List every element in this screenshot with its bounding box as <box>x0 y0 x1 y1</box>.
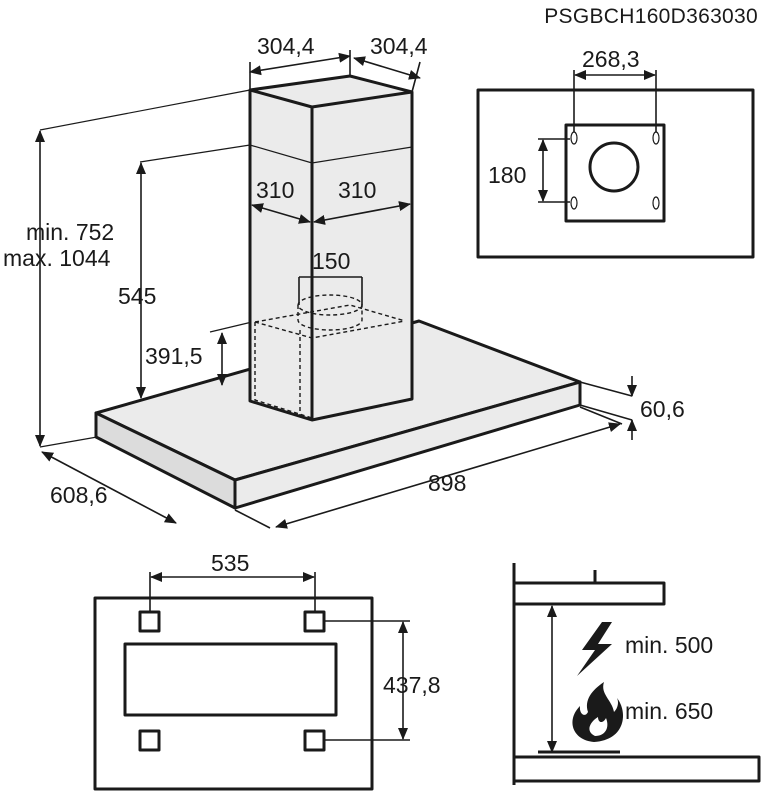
clearance-view: min. 500 min. 650 <box>512 563 761 785</box>
label-outlet-height: 391,5 <box>145 343 203 369</box>
hole-bottom-right <box>303 729 326 752</box>
label-hole-spacing-h: 535 <box>211 550 249 576</box>
hood-main-view: 304,4 304,4 310 310 150 min. 752 max. 10… <box>3 33 685 529</box>
outlet-body-dashed <box>297 305 363 331</box>
label-chimney-width-left: 304,4 <box>257 33 315 59</box>
hood-side-profile <box>514 581 666 606</box>
dim-arrow-chimney-width-right <box>353 56 421 80</box>
hole-top-right <box>303 610 326 633</box>
label-chimney-width-right: 304,4 <box>370 33 428 59</box>
label-inner-width-right: 310 <box>338 177 376 203</box>
height-ref-line-outlet <box>209 321 253 333</box>
label-outlet-diameter: 150 <box>312 248 350 274</box>
slot-bottom-right <box>652 196 660 210</box>
height-ref-line-top <box>39 89 251 131</box>
dim-arrow-canopy-depth <box>41 451 177 524</box>
height-ref-line-chimney <box>139 144 251 163</box>
label-inner-width-left: 310 <box>256 177 294 203</box>
label-height-max: max. 1044 <box>3 245 111 271</box>
ext-line-thk-top <box>579 381 633 397</box>
model-code: PSGBCH160D363030 <box>544 5 758 28</box>
filter-area <box>123 642 338 717</box>
canopy-underside <box>93 596 374 791</box>
mounting-plate <box>564 123 666 223</box>
cooktop-profile <box>512 755 761 783</box>
dim-arrow-chimney-width-left <box>249 52 351 76</box>
duct-hole <box>588 141 640 193</box>
ceiling-plate-view: 268,3 180 <box>476 46 755 259</box>
flame-icon <box>572 682 624 742</box>
label-chimney-height: 545 <box>118 283 156 309</box>
ceiling-panel <box>476 88 755 259</box>
motor-left-dashed <box>254 322 313 419</box>
chimney-joint <box>249 144 413 164</box>
dim-arrow-inner-right <box>313 201 411 225</box>
label-plate-width: 268,3 <box>582 46 640 72</box>
slot-top-right <box>652 131 660 145</box>
dim-arrow-canopy-width <box>275 422 621 529</box>
label-height-min: min. 752 <box>26 219 114 245</box>
height-ref-line-bottom <box>39 436 98 448</box>
label-gas-clearance: min. 650 <box>625 698 713 724</box>
dim-arrow-inner-left <box>251 203 311 224</box>
slot-top-left <box>570 131 578 145</box>
hole-top-left <box>138 610 161 633</box>
hole-bottom-left <box>138 729 161 752</box>
lightning-icon <box>577 622 612 676</box>
label-canopy-depth: 608,6 <box>50 482 108 508</box>
label-hole-spacing-v: 437,8 <box>383 672 441 698</box>
ext-line-width-right <box>579 406 623 425</box>
label-canopy-width: 898 <box>428 470 466 496</box>
ext-line-width-left <box>234 509 271 529</box>
label-canopy-thickness: 60,6 <box>640 396 685 422</box>
label-electric-clearance: min. 500 <box>625 632 713 658</box>
mounting-holes-view: 535 437,8 <box>93 550 441 791</box>
label-plate-height: 180 <box>488 162 526 188</box>
motor-back-dashed <box>254 304 406 323</box>
ext-line-thk-bottom <box>579 404 633 421</box>
slot-bottom-left <box>570 196 578 210</box>
